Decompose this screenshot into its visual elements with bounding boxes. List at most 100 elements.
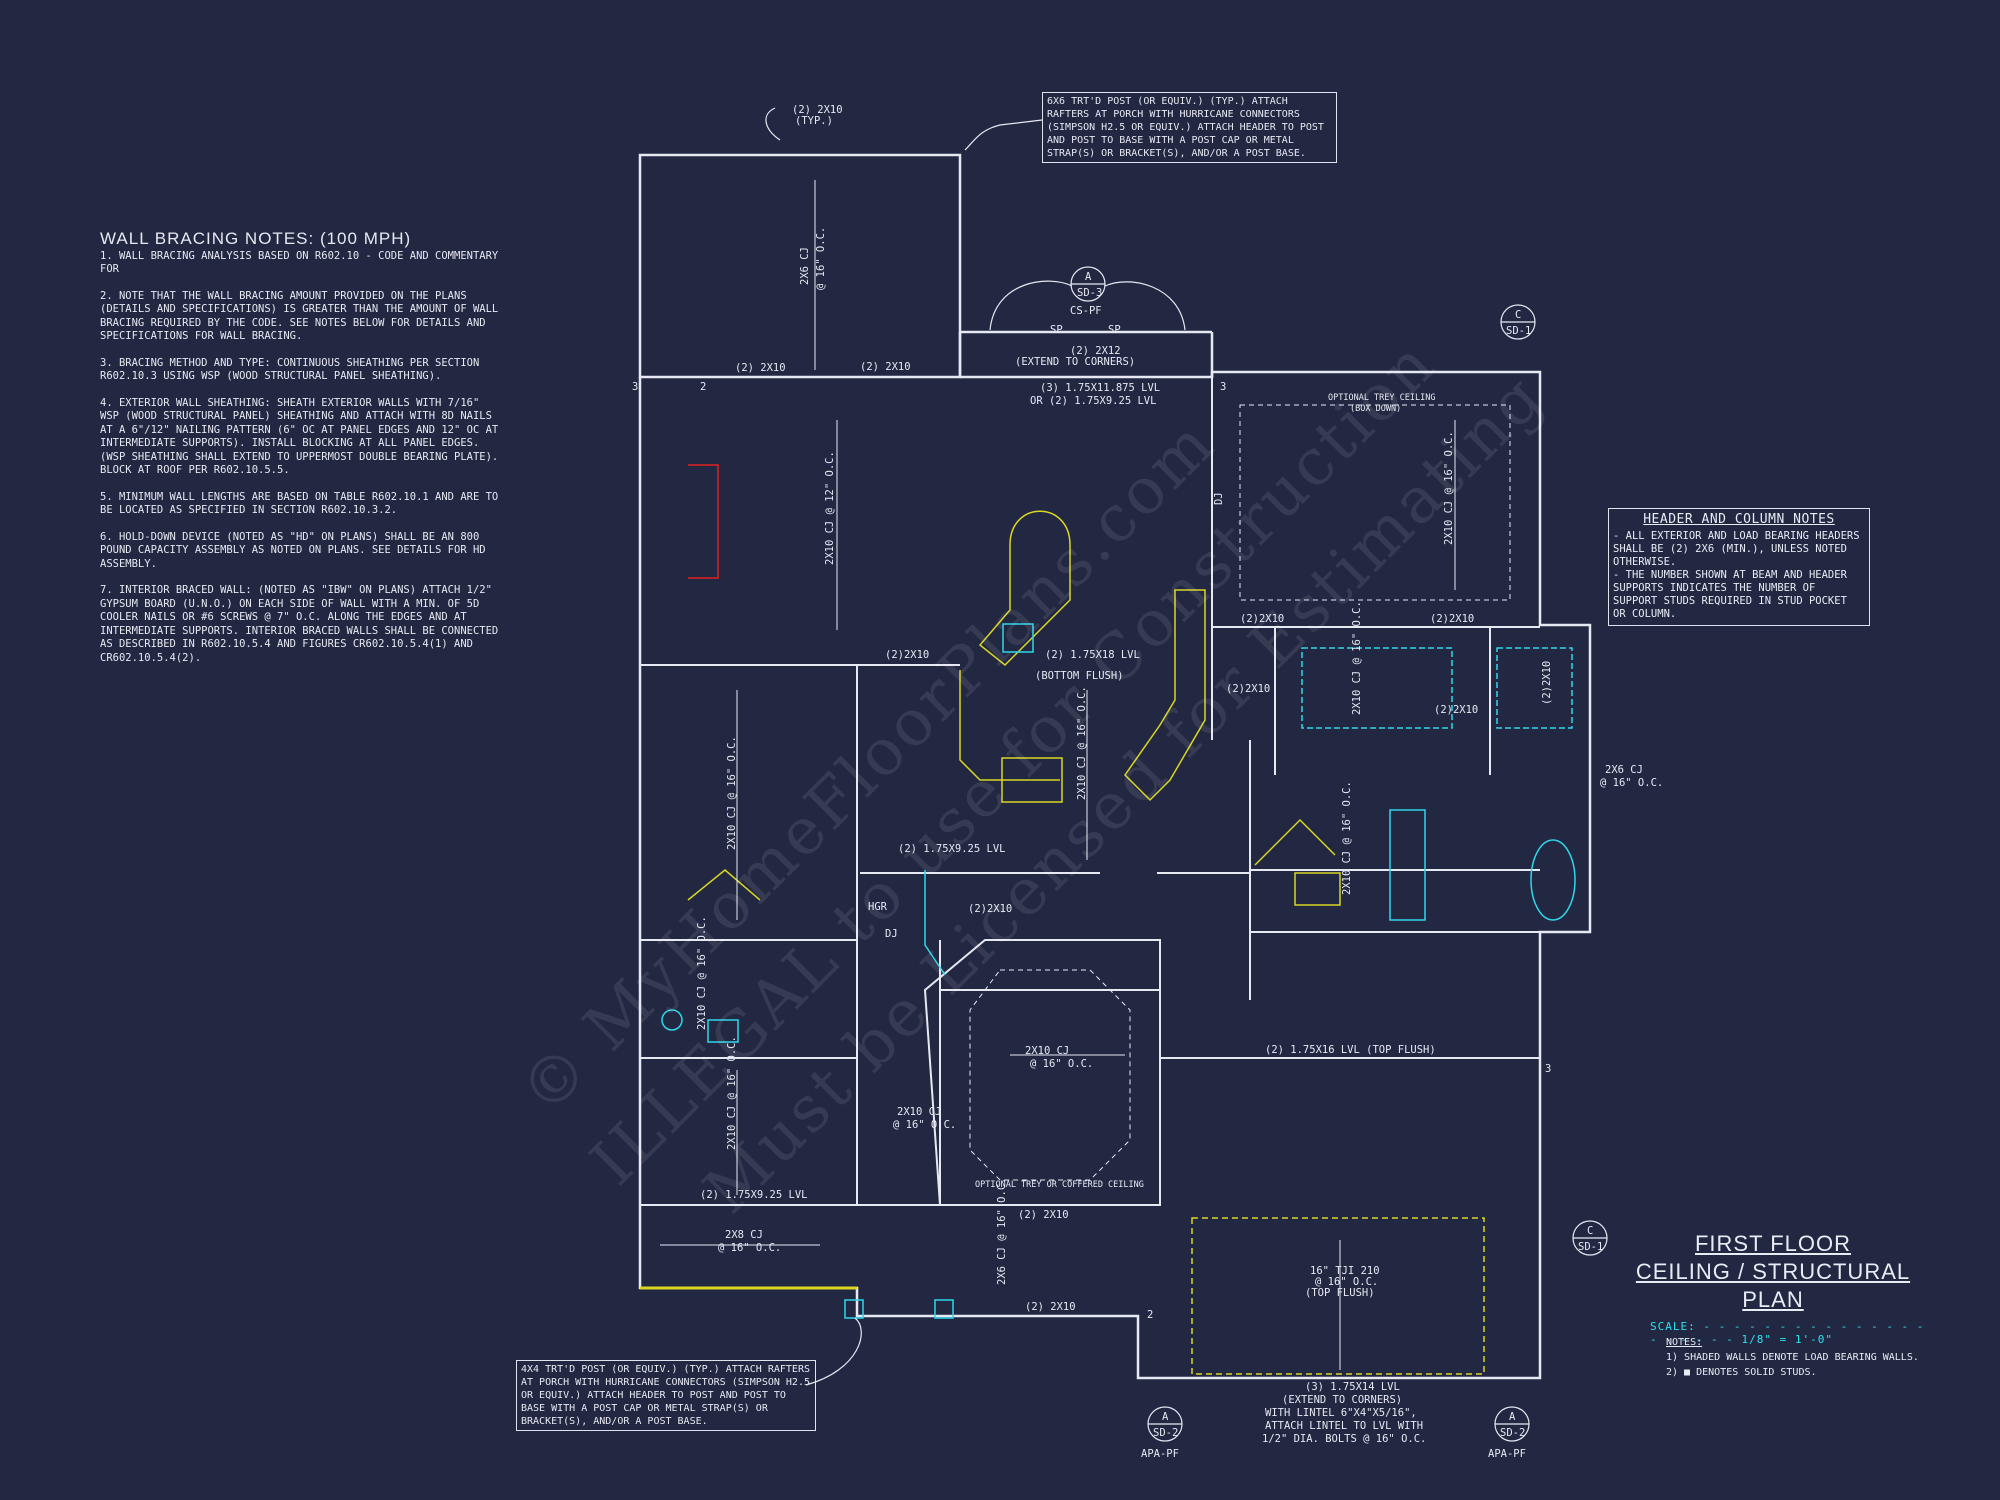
yellow-fixtures	[640, 510, 1485, 1375]
label-hgr: HGR	[868, 901, 888, 913]
sec-sd2-l: SD-2	[1153, 1427, 1178, 1439]
label-sp-2: SP	[1108, 324, 1121, 336]
label-garage-lvl2: (EXTEND TO CORNERS)	[1282, 1394, 1402, 1406]
label-hdr-2x10-stair: (2)2x10	[968, 903, 1012, 915]
stud-count-2: 2	[700, 381, 706, 393]
label-hdr-2x10-d: (2)2x10	[1240, 613, 1284, 625]
sec-sd2-r: SD-2	[1500, 1427, 1525, 1439]
label-cj-front: 2x8 CJ	[725, 1229, 763, 1241]
label-cj-right: 2x10 CJ @ 16" O.C.	[1443, 431, 1455, 545]
label-sp-1: SP	[1050, 324, 1063, 336]
sec-a-top: A	[1085, 271, 1092, 283]
pantry-counter	[959, 670, 1060, 781]
porch-leader	[765, 107, 781, 141]
section-markers	[765, 107, 1608, 1442]
label-cj-left: 2x10 CJ @ 16" O.C.	[726, 736, 738, 850]
label-garage-lvl: (3) 1.75x14 LVL	[1305, 1381, 1400, 1393]
title-block: FIRST FLOOR CEILING / STRUCTURAL PLAN SC…	[1608, 1230, 1938, 1346]
span-arrows	[660, 180, 1456, 1370]
label-cj-dining2: @ 16" O.C.	[1030, 1058, 1093, 1070]
master-vanity	[1389, 809, 1426, 921]
stud-count-3b: 3	[1220, 381, 1226, 393]
tray-ceiling-box	[1239, 404, 1511, 601]
label-lvl-925b: (2) 1.75x9.25 LVL	[700, 1189, 807, 1201]
stair-rail	[924, 870, 946, 976]
wall-bracing-title: WALL BRACING NOTES: (100 MPH)	[100, 229, 412, 248]
scale-label: SCALE:	[1650, 1320, 1696, 1333]
bottom-notes: NOTES: 1) SHADED WALLS DENOTE LOAD BEARI…	[1666, 1335, 1956, 1380]
label-hdr-2x10-g: (2)2x10	[1434, 704, 1478, 716]
label-tray-coffer: OPTIONAL TREY OR COFFERED CEILING	[975, 1180, 1144, 1190]
main-outline	[638, 370, 1592, 1380]
scale-value: 1/8" = 1'-0"	[1741, 1333, 1833, 1346]
sec-c-bot: C	[1587, 1225, 1593, 1237]
post-callout-bottom: 4X4 TRT'D POST (OR EQUIV.) (TYP.) ATTACH…	[516, 1360, 816, 1431]
label-tji2: @ 16" O.C.	[1315, 1276, 1378, 1288]
label-cj-bed2: 2x10 CJ @ 16" O.C.	[726, 1036, 738, 1150]
kitchen-counter	[1124, 589, 1206, 802]
label-hdr-2x10-f: (2)2x10	[1226, 683, 1270, 695]
kitchen-island	[978, 510, 1071, 667]
stud-count-3c: 3	[1545, 1063, 1551, 1075]
label-porch-cj: 2x6 CJ	[799, 247, 811, 285]
rear-porch	[638, 153, 962, 379]
label-hdr-2x10-c: (2)2x10	[885, 649, 929, 661]
porch-post-right	[934, 1299, 954, 1319]
label-lvl-18: (2) 1.75x18 LVL	[1045, 649, 1140, 661]
label-cj-kitchen: 2x10 CJ @ 16" O.C.	[1076, 686, 1088, 800]
wall-bracing-note-6: 6. HOLD-DOWN DEVICE (NOTED AS "HD" ON PL…	[100, 530, 486, 570]
wall-bracing-notes: WALL BRACING NOTES: (100 MPH) 1. WALL BR…	[100, 229, 500, 678]
label-porch-cj2: @ 16" O.C.	[815, 227, 827, 290]
wall-bracing-note-1: 1. WALL BRACING ANALYSIS BASED ON R602.1…	[100, 249, 499, 276]
post-callout-top: 6X6 TRT'D POST (OR EQUIV.) (TYP.) ATTACH…	[1042, 92, 1337, 163]
label-cj-hall2: @ 16" O.C.	[893, 1119, 956, 1131]
bottom-note-1: 1) SHADED WALLS DENOTE LOAD BEARING WALL…	[1666, 1352, 1919, 1363]
kitchen-sink	[1002, 623, 1034, 653]
wall-bracing-note-4: 4. EXTERIOR WALL SHEATHING: SHEATH EXTER…	[100, 396, 499, 477]
interior-walls	[640, 377, 1540, 1206]
label-lvl-16: (2) 1.75x16 LVL (TOP FLUSH)	[1265, 1044, 1436, 1056]
label-tray-box: (BOX DOWN)	[1350, 404, 1401, 414]
post-leader-top	[964, 119, 1043, 151]
plan-title-line2: CEILING / STRUCTURAL PLAN	[1635, 1259, 1911, 1312]
label-hdr-2x12-ext: (EXTEND TO CORNERS)	[1015, 356, 1135, 368]
toilet	[661, 1009, 683, 1031]
garage-opening	[1191, 1217, 1485, 1375]
label-cj-bath2: 2x10 CJ @ 16" O.C.	[696, 916, 708, 1030]
closet-shelving-right	[1496, 647, 1573, 729]
label-porch-2x10: (2) 2x10	[1018, 1209, 1069, 1221]
wall-bracing-note-5: 5. MINIMUM WALL LENGTHS ARE BASED ON TAB…	[100, 490, 499, 517]
stud-count-2b: 2	[1147, 1309, 1153, 1321]
sec-c-top: C	[1515, 309, 1521, 321]
label-cj-dining: 2x10 CJ	[1025, 1045, 1069, 1057]
laundry-unit	[1294, 872, 1341, 906]
stud-count-3: 3	[632, 381, 638, 393]
label-bottom-flush: (BOTTOM FLUSH)	[1035, 670, 1124, 682]
bottom-notes-heading: NOTES:	[1666, 1337, 1703, 1348]
post-leader-bottom	[805, 1317, 862, 1386]
label-cj-hall: 2x10 CJ	[897, 1106, 941, 1118]
closet-door	[687, 869, 761, 901]
header-column-notes: HEADER AND COLUMN NOTES - ALL EXTERIOR A…	[1608, 508, 1870, 626]
sec-sd1-bot: SD-1	[1578, 1241, 1603, 1253]
label-tji: 16" TJI 210	[1310, 1265, 1380, 1277]
header-note-1: - ALL EXTERIOR AND LOAD BEARING HEADERS …	[1613, 530, 1860, 568]
red-fireplace	[688, 464, 719, 579]
bathtub	[1530, 839, 1576, 921]
sec-apa-l: APA-PF	[1141, 1448, 1179, 1460]
sec-a-br: A	[1509, 1411, 1516, 1423]
label-hdr-2x10-e: (2)2x10	[1430, 613, 1474, 625]
label-cj-closet: 2x6 CJ	[1605, 764, 1643, 776]
label-hdr-2x12: (2) 2x12	[1070, 345, 1121, 357]
label-tray-opt: OPTIONAL TREY CEILING	[1328, 393, 1435, 403]
coffered-ceiling	[969, 969, 1131, 1181]
label-garage-lvl3: WITH LINTEL 6"x4"x5/16",	[1265, 1407, 1417, 1419]
sec-sd3: SD-3	[1077, 287, 1102, 299]
sec-sd1-top: SD-1	[1506, 325, 1531, 337]
label-cj-bath: 2x10 CJ @ 16" O.C.	[1351, 601, 1363, 715]
plan-text: (2) 2x10 (TYP.) 2x6 CJ @ 16" O.C. (2) 2x…	[632, 104, 1663, 1460]
label-porch-hdr: (2) 2x10	[1025, 1301, 1076, 1313]
fireplace	[688, 464, 719, 579]
master-closet-shelving	[1301, 647, 1453, 729]
